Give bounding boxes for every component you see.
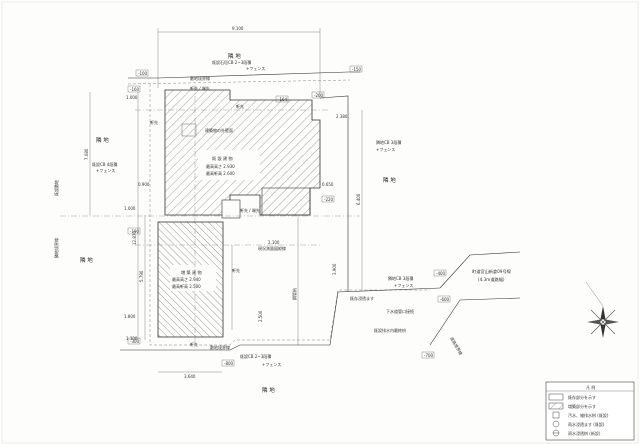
- dim-left-height: 7.080: [84, 148, 89, 160]
- note-neighbor-boundary: 隣地境界線: [53, 238, 59, 258]
- note-neighbor-cb-3b-fence: +フェンス: [394, 283, 413, 288]
- note-final-drain: 既設排水内最終枡: [374, 327, 406, 333]
- note-eaves-a: 軒先: [236, 103, 244, 109]
- addition-building-title: 増 築 建 物: [181, 269, 202, 276]
- legend-item-addition: 増築部分を示す: [568, 403, 596, 409]
- note-eaves-b: 軒先: [150, 119, 158, 125]
- dim-small-2: 1.000: [124, 206, 136, 211]
- note-sewer: 下水道管口接続: [386, 308, 414, 314]
- dim-east-2: 3.900: [332, 263, 337, 275]
- addition-building-eaves: 最高軒高 2.500: [172, 283, 201, 289]
- legend-item-infiltration-existing: 雨水浸透ます (既設): [568, 421, 605, 427]
- dim-small-5: 0.900: [138, 182, 150, 187]
- site-boundary: [149, 84, 430, 346]
- svg-text:-164: -164: [278, 97, 288, 102]
- north-boundary: [128, 71, 360, 79]
- road-width: (4.3m道路幅): [478, 276, 505, 283]
- dim-left-height-2: 5.790: [139, 270, 144, 282]
- road-name: 町道宮山新倉09号線: [472, 268, 512, 275]
- note-road-boundary: 道路境界線: [449, 336, 464, 356]
- svg-text:-200: -200: [314, 93, 324, 98]
- svg-text:-700: -700: [424, 353, 434, 358]
- neighbor-south-label: 隣 地: [262, 386, 275, 394]
- svg-text:-800: -800: [224, 361, 234, 366]
- dim-east-3: 2.500: [258, 310, 263, 322]
- existing-building: 既 設 建 物 最高高さ 2.930 最高軒高 2.600 建築物の外壁面: [164, 89, 321, 219]
- svg-text:-600: -600: [440, 297, 450, 302]
- svg-text:-190: -190: [130, 229, 140, 234]
- addition-building-height: 最高高さ 2.940: [172, 276, 201, 282]
- note-bottom-cb: 既設CB 2~3段積: [240, 353, 271, 359]
- dim-small-3: 1.800: [124, 314, 136, 319]
- svg-text:-100: -100: [138, 71, 148, 76]
- dim-bottom-width: 3.640: [184, 374, 196, 379]
- note-bottom-fence: +フェンス: [262, 362, 281, 367]
- svg-text:-300: -300: [130, 339, 140, 344]
- note-cb-4-fence: +フェンス: [96, 168, 115, 173]
- note-survey-line: 現況測量図縦線: [258, 245, 286, 251]
- legend-item-infiltration-new: 雨水浸透桝 (新設): [568, 430, 601, 436]
- svg-text:-400: -400: [436, 271, 446, 276]
- legend: 凡 例 既存部分を示す 増築部分を示す 汚水、雑排水桝 (既設) 雨水浸透ます …: [545, 381, 635, 441]
- neighbor-east-label: 隣 地: [383, 176, 396, 184]
- north-arrow-icon: [587, 306, 619, 338]
- legend-item-drain: 汚水、雑排水桝 (既設): [568, 412, 609, 418]
- dim-small-10: 2.100: [268, 240, 280, 245]
- neighbor-north-label: 隣 地: [228, 52, 241, 60]
- existing-building-height: 最高高さ 2.930: [206, 163, 235, 169]
- level-tags: -100 -150 -160 -164 -200 -220 -190 -300 …: [127, 65, 451, 367]
- dim-top-width: 9.100: [232, 26, 244, 31]
- note-boundary-bottom: 敷地境界線: [210, 344, 230, 350]
- dim-small-4: 1.300: [126, 336, 138, 341]
- note-neighbor-cb-3b: 隣地CB 3段積: [388, 275, 413, 281]
- existing-building-title: 既 設 建 物: [212, 155, 233, 162]
- note-cb-4: 既設CB 4段積: [92, 161, 117, 167]
- note-eaves-d: 軒先: [232, 267, 240, 273]
- svg-text:-220: -220: [324, 197, 334, 202]
- note-eaves-e: 軒先: [190, 341, 198, 347]
- dim-small-6: 2.380: [336, 114, 348, 119]
- dim-left-total: 12.870: [132, 231, 137, 245]
- existing-building-eaves: 最高軒高 2.600: [206, 170, 235, 176]
- note-exterior-wall: 建築物の外壁面: [205, 127, 233, 133]
- note-existing-infiltration: 既存浸透ます: [350, 295, 374, 301]
- note-neighbor-cb-3: 隣地CB 3段積: [376, 139, 401, 145]
- addition-building: 増 築 建 物 最高高さ 2.940 最高軒高 2.500: [157, 221, 224, 338]
- legend-item-existing: 既存部分を示す: [568, 394, 596, 400]
- note-existing-cb: 既設石垣CB 2~3段積: [212, 59, 251, 65]
- note-eaves-top: 軒先 / 端先: [190, 85, 210, 91]
- left-dimensions: 7.080 5.790 12.870 1.000 1.000 1.800 0.9…: [84, 92, 150, 340]
- note-neighbor-cb-3-fence: +フェンス: [376, 147, 395, 152]
- svg-text:-150: -150: [352, 67, 362, 72]
- neighbor-west-upper-label: 隣 地: [96, 136, 109, 144]
- dim-small-7: 0.650: [322, 182, 334, 187]
- svg-text:-160: -160: [130, 87, 140, 92]
- road: 町道宮山新倉09号線 (4.3m道路幅): [429, 251, 521, 346]
- note-boundary-top: 敷地境界線: [190, 75, 210, 81]
- dim-small-1: 1.000: [126, 95, 138, 100]
- dim-east: 6.400: [356, 193, 361, 205]
- note-existing-cb-fence: +フェンス: [246, 66, 265, 71]
- note-existing-site: 既設敷地: [53, 180, 59, 196]
- note-steel-pile: 鋼管杭: [291, 288, 297, 300]
- legend-title: 凡 例: [586, 384, 595, 390]
- note-eaves-c: 軒先 / 端先: [240, 207, 260, 213]
- neighbor-west-lower-label: 隣 地: [80, 256, 93, 264]
